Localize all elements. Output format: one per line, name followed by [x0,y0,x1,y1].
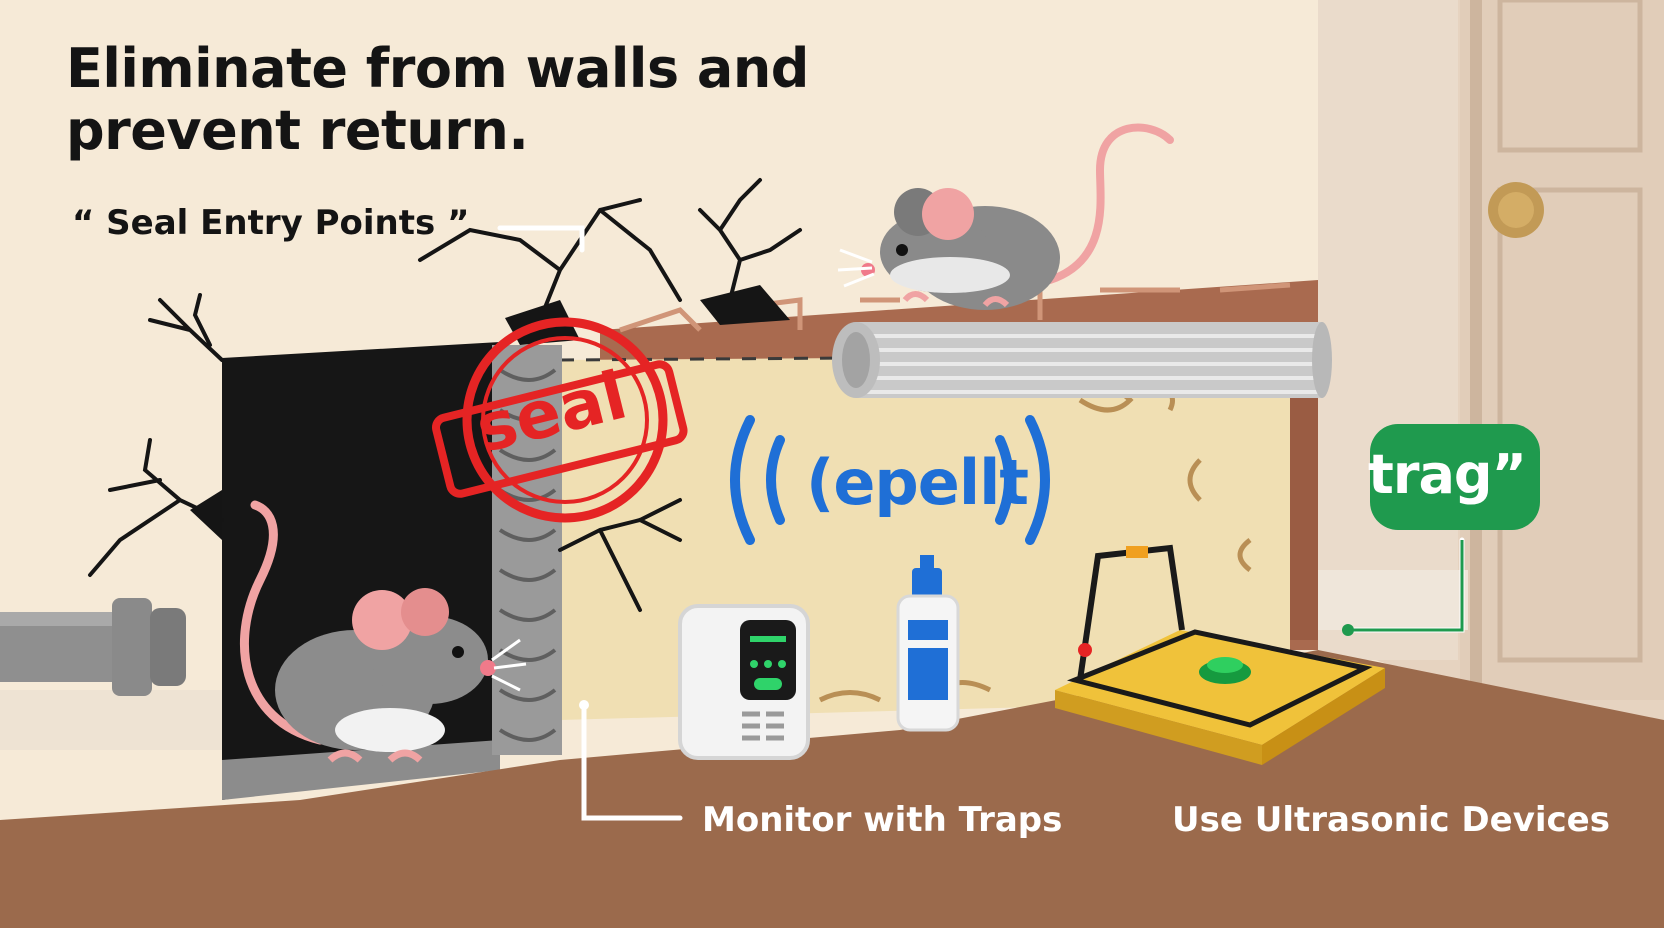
mouse-icon [240,500,527,763]
pipe-icon [0,598,186,696]
seal-stamp [432,317,688,523]
use-ultrasonic-devices-label: Use Ultrasonic Devices [1172,800,1610,840]
headline-line-1: Eliminate from walls and [66,37,809,100]
door [1318,0,1664,760]
connector-dot [1342,624,1354,636]
headline-line-2: prevent return. [66,99,529,162]
steel-wool [492,345,562,755]
trap-sign [1370,424,1540,530]
trap-sign-text: trag” [1368,443,1527,506]
snap-trap-icon [1055,544,1385,765]
mouse-icon [837,123,1174,310]
seal-entry-points-label: “ Seal Entry Points ” [72,203,470,243]
ultrasonic-device-icon [678,604,810,760]
pipe-icon [832,322,1332,398]
repel-sign-text: (epellt [806,446,1029,519]
wall-crack-icon [88,178,802,612]
baseboard [0,690,240,750]
ultrasonic-waves [730,415,1050,545]
monitor-with-traps-label: Monitor with Traps [702,800,1063,840]
spray-bottle-icon [896,555,960,732]
headline: Eliminate from walls and prevent return. [66,38,809,162]
